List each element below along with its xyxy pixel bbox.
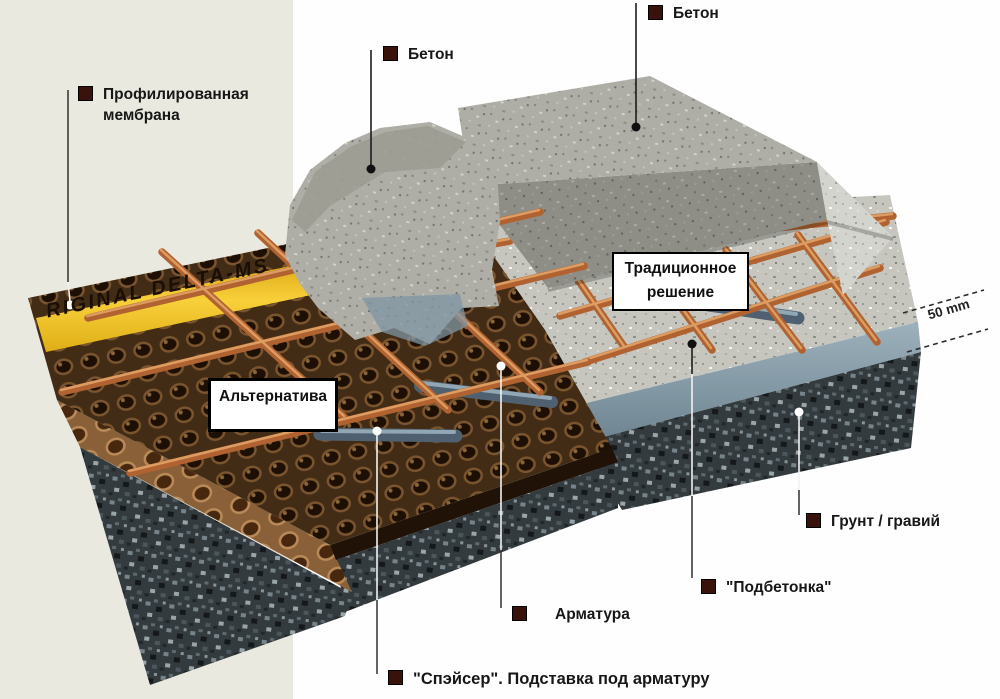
concrete-left-leader — [366, 50, 376, 174]
concrete-left-bullet-icon — [383, 46, 398, 61]
membrane-edge-band — [330, 448, 618, 560]
blinding-leader — [687, 339, 697, 578]
traditional-box-line1: Традиционное — [624, 260, 737, 277]
left-block — [28, 122, 618, 685]
callout-concrete-right-label: Бетон — [673, 5, 719, 22]
concrete-right-leader — [631, 3, 641, 132]
blinding-band-50mm — [566, 322, 921, 443]
gravel-right — [556, 352, 921, 510]
delta-tape — [36, 258, 339, 352]
callout-ground-gravel: Грунт / гравий — [806, 511, 940, 532]
callout-rebar-label: Арматура — [555, 606, 630, 623]
concrete-right-bullet-icon — [648, 5, 663, 20]
alternative-box-label: Альтернатива — [219, 388, 327, 405]
alternative-box: Альтернатива — [208, 378, 338, 432]
callout-concrete-left: Бетон — [383, 44, 454, 65]
membrane-bullet-icon — [78, 86, 93, 101]
callout-spacer-label: "Спэйсер". Подставка под арматуру — [413, 670, 710, 688]
rebar-bullet-icon — [512, 606, 527, 621]
callout-spacer: "Спэйсер". Подставка под арматуру — [388, 668, 710, 691]
traditional-box-line2: решение — [646, 284, 715, 301]
callout-blinding-label: "Подбетонка" — [726, 579, 832, 596]
callout-concrete-left-label: Бетон — [408, 46, 454, 63]
leader-lines — [65, 3, 989, 674]
spacer-bullet-icon — [388, 670, 403, 685]
traditional-box: Традиционное решение — [612, 252, 749, 311]
callout-rebar: Арматура — [512, 604, 630, 625]
ground-gravel-bullet-icon — [806, 513, 821, 528]
concrete-slab-front — [470, 162, 827, 288]
gravel-left-front — [80, 447, 352, 685]
callout-membrane: Профилированная мембрана — [78, 84, 263, 127]
spacer-leader — [372, 426, 382, 674]
ground-gravel-leader — [794, 407, 804, 515]
rebar-leader — [496, 361, 506, 608]
gravel-left-right — [336, 462, 618, 612]
callout-blinding: "Подбетонка" — [701, 577, 832, 598]
membrane-leader — [65, 90, 75, 310]
callout-concrete-right: Бетон — [648, 3, 719, 24]
callout-ground-gravel-label: Грунт / гравий — [831, 513, 941, 530]
concrete-mound — [285, 122, 500, 346]
blinding-bullet-icon — [701, 579, 716, 594]
callout-membrane-label: Профилированная мембрана — [103, 86, 249, 125]
concrete-slab-right — [817, 162, 893, 295]
membrane-slope-face — [57, 400, 352, 592]
